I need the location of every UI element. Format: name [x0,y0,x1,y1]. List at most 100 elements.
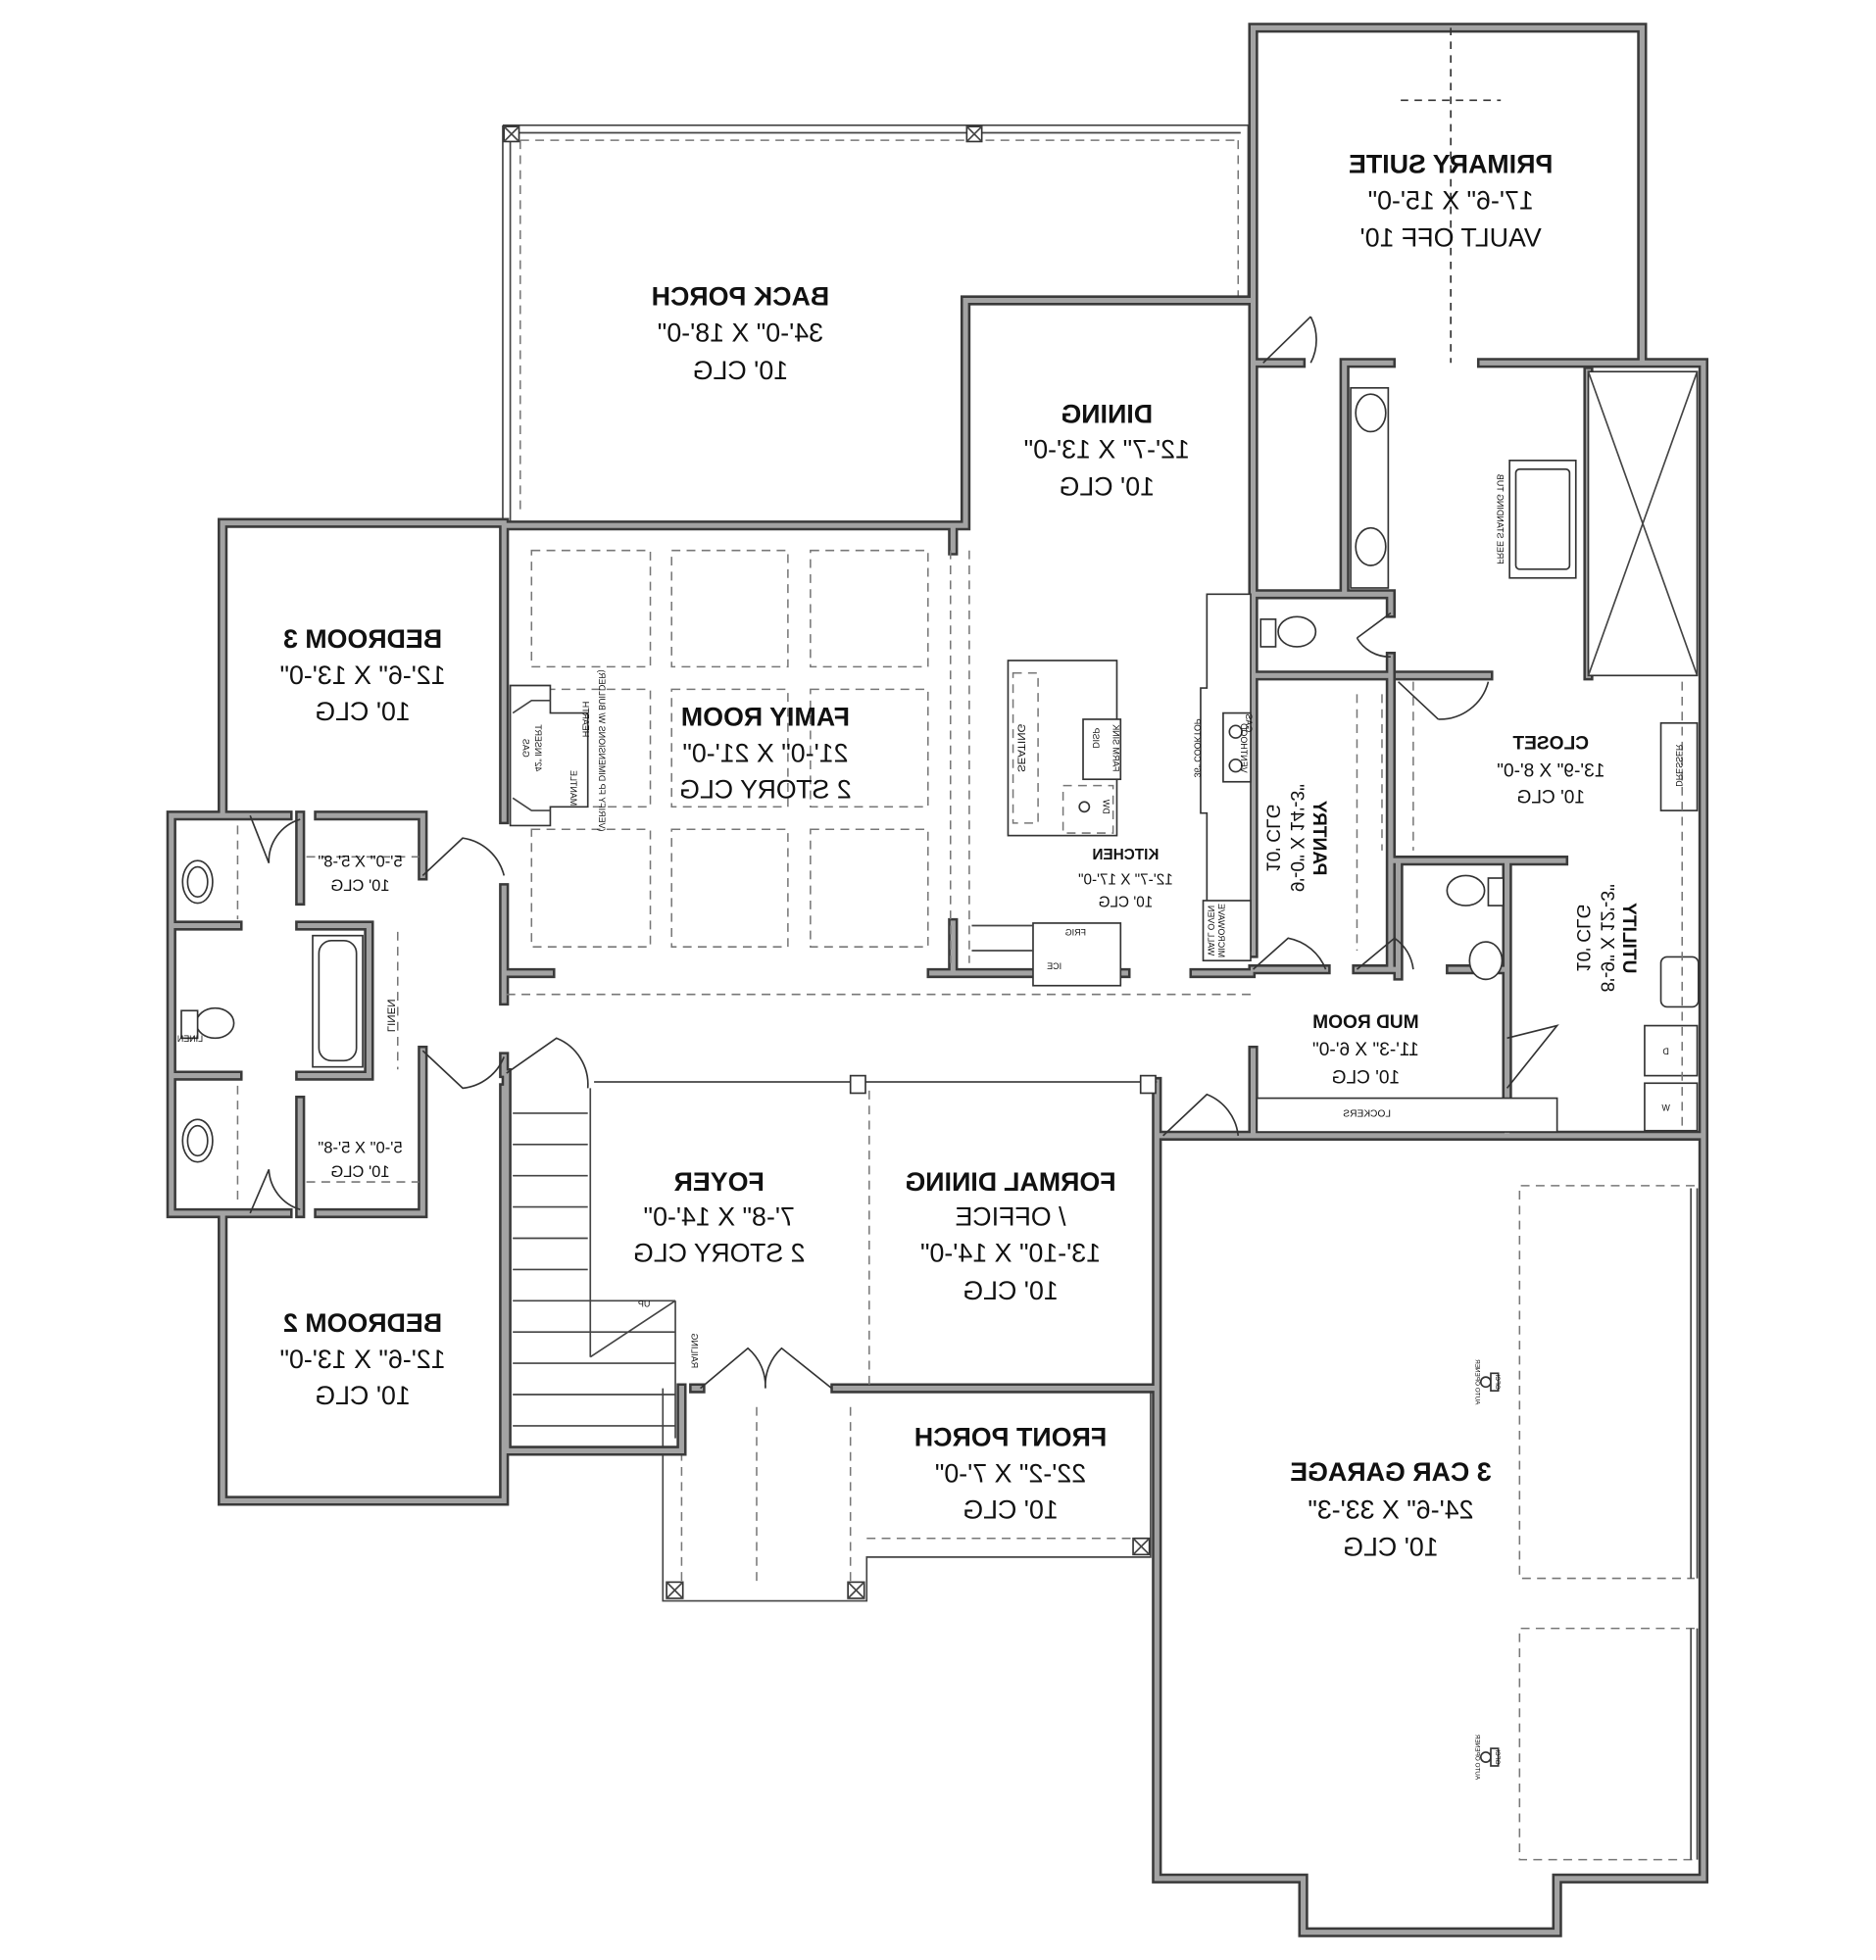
room-labels: BACK PORCH 34'-0" X 18'-0" 10' CLG PRIMA… [279,149,1639,1561]
front-porch-outline [662,1388,1152,1602]
microwave-label: MICROWAVE [1216,904,1226,957]
auto-opener-label: AUTO OPENER [1474,1734,1481,1780]
door-swing [1398,681,1490,720]
room-ceiling: 10' CLG [693,356,788,385]
room-name: BEDROOM 3 [283,624,442,654]
cooktop-label: 36" COOKTOP [1193,718,1203,777]
door-swing [1356,612,1392,658]
gas-label: GAS [1244,713,1254,732]
room-dims: 7'-8" X 14'-0" [644,1202,795,1232]
room-dims: 12'-7" X 13'-0" [1024,434,1190,464]
room-name: PANTRY [1308,801,1329,876]
dresser [1659,721,1699,811]
stairs [513,1088,676,1439]
door-swing [1252,937,1327,970]
room-back-porch: BACK PORCH 34'-0" X 18'-0" 10' CLG [652,282,830,385]
room-dims: 21'-0" X 21'-0" [682,738,848,767]
linen-label: LINEN [177,1034,203,1044]
room-foyer: FOYER 7'-8" X 14'-0" 2 STORY CLG [633,1167,806,1268]
room-name: UTILITY [1618,903,1639,973]
room-ceiling: 10' CLG [315,697,410,726]
room-name: PRIMARY SUITE [1349,149,1553,178]
door-swing [249,1168,301,1214]
room-name: 3 CAR GARAGE [1290,1457,1491,1487]
room-ceiling: 10' CLG [1332,1067,1401,1088]
room-dims: 8'-9" X 12'-3" [1596,884,1616,992]
dresser-label: DRESSER [1674,744,1684,787]
room-bedroom-2: BEDROOM 2 12'-6" X 13'-0" 10' CLG [279,1308,445,1410]
door-swing [506,1037,589,1089]
room-ceiling: 10' CLG [1262,804,1283,872]
room-dims: 12'-7" X 17'-0" [1078,871,1173,888]
room-dims: 12'-6" X 13'-0" [279,661,445,690]
room-name: CLOSET [1512,734,1589,755]
farm-sink [1082,718,1122,781]
bath-fixtures [180,370,1700,1203]
room-closet: CLOSET 13'-9" X 8'-0" 10' CLG [1497,734,1604,808]
room-name: DINING [1061,400,1153,429]
mantle-label: MANTLE [568,770,578,806]
room-primary-suite: PRIMARY SUITE 17'-6" X 15'-0" VAULT OFF … [1349,149,1553,252]
room-ceiling: 10' CLG [1099,894,1154,910]
wall-oven [1202,900,1252,962]
room-bath-closet-lower: 5'-0" X 5'-8" 10' CLG [318,1139,402,1181]
room-garage: 3 CAR GARAGE 24'-6" X 33'-3" 10' CLG [1290,1457,1491,1562]
room-kitchen: KITCHEN 12'-7" X 17'-0" 10' CLG [1078,847,1173,910]
fireplace [509,684,589,827]
lockers-label: LOCKERS [1343,1109,1391,1120]
room-name: FRONT PORCH [914,1422,1107,1451]
room-name: FOYER [674,1167,765,1197]
hall-posts [506,993,1251,1387]
wall-oven-label: WALL OVEN [1207,906,1216,956]
dishwasher-label: DW [1101,799,1111,813]
lockers [1256,1097,1558,1133]
room-dims: 17'-6" X 15'-0" [1368,185,1534,215]
door-swing [1162,1093,1240,1137]
room-ceiling: 10' CLG [315,1381,410,1410]
room-name-2: / OFFICE [955,1202,1065,1232]
room-ceiling: 10' CLG [1060,472,1155,502]
room-ceiling: 10' CLG [1572,904,1593,972]
room-dims: 9'-0" X 14'-3" [1286,784,1307,892]
room-dims: 5'-0" X 5'-8" [318,853,402,871]
verify-note: (VERIFY FP DIMENSIONS W/ BUILDER) [597,669,607,831]
stairs-up-label: UP [638,1299,650,1309]
disposal-label: DISP [1091,728,1101,749]
room-mud-room: MUD ROOM 11'-3" X 6'-0" 10' CLG [1312,1012,1419,1088]
door-swing [1262,316,1317,364]
room-utility: UTILITY 8'-9" X 12'-3" 10' CLG [1572,884,1639,992]
room-ceiling: 2 STORY CLG [679,774,852,804]
room-dims: 12'-6" X 13'-0" [279,1345,445,1374]
room-family-room: FAMIY ROOM 21'-0" X 21'-0" 2 STORY CLG [679,702,852,804]
ice-label: ICE [1047,961,1061,971]
room-name: BACK PORCH [652,282,830,312]
room-dims: 13'-10" X 14'-0" [920,1239,1101,1268]
room-dims: 34'-0" X 18'-0" [658,318,823,348]
room-ceiling: VAULT OFF 10' [1360,223,1542,253]
room-name: FAMIY ROOM [681,702,850,731]
room-ceiling: 10' CLG [330,876,389,895]
refrigerator [1032,922,1122,987]
room-dims: 5'-0" X 5'-8" [318,1139,402,1157]
room-ceiling: 10' CLG [963,1276,1058,1305]
gfci-label: GFCI [1494,1374,1501,1389]
walls [172,27,1703,1932]
farm-sink-label: FARM SINK [1111,724,1121,771]
insert-label: 42" INSERT [533,724,543,772]
room-ceiling: 10' CLG [330,1162,389,1181]
room-ceiling: 10' CLG [1516,787,1585,808]
gfci-label: GFCI [1494,1749,1501,1764]
door-swing [1356,937,1414,970]
room-dims: 13'-9" X 8'-0" [1497,761,1604,782]
room-bedroom-3: BEDROOM 3 12'-6" X 13'-0" 10' CLG [279,624,445,726]
fixture-labels: LINEN LINEN SEATING FARM SINK DISP DW 36… [177,474,1684,1780]
room-ceiling: 2 STORY CLG [633,1239,806,1268]
seating-label: SEATING [1015,723,1027,772]
front-door [700,1347,833,1390]
washer-label: W [1661,1102,1670,1112]
fridge-label: FRIG [1065,928,1086,938]
dryer [1644,1024,1699,1077]
room-bath-closet-upper: 5'-0" X 5'-8" 10' CLG [318,853,402,895]
door-swing [249,814,301,863]
